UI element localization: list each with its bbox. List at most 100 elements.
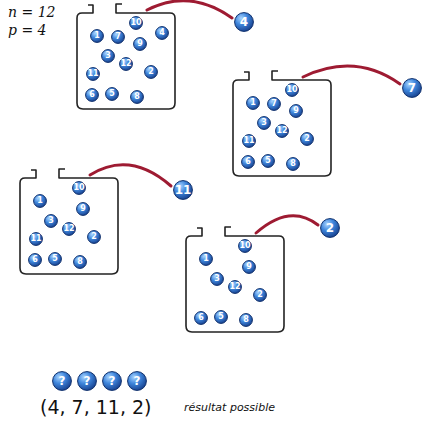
parameter-label: p = 4 [8,22,47,38]
ball: 9 [133,37,147,51]
ball-number: 1 [199,252,213,266]
ball: 5 [105,87,119,101]
ball: 1 [199,252,213,266]
ball-number: 1 [90,29,104,43]
ball: 8 [286,157,300,171]
ball-circle [239,240,252,253]
ball-number: 2 [300,132,314,146]
ball-circle [235,13,254,32]
ball-number: 3 [210,272,224,286]
ball-circle [87,68,100,81]
ball: 6 [28,253,42,267]
ball: 12 [275,124,289,138]
ball-circle [53,372,72,391]
ball-number: 4 [155,26,169,40]
ball-number: 1 [246,96,260,110]
ball-number: ? [102,371,122,391]
ball-circle [268,98,281,111]
ball-number: 10 [72,181,86,195]
ball-number: 9 [242,260,256,274]
ball: 1 [90,29,104,43]
ball: 9 [76,202,90,216]
ball-circle [229,281,242,294]
ball-number: ? [52,371,72,391]
ball-number: 11 [242,134,256,148]
ball-number: 9 [76,202,90,216]
ball-circle [91,30,104,43]
ball: ? [52,371,72,391]
ball-number: ? [77,371,97,391]
ball-circle [120,58,133,71]
ball-number: 12 [119,57,133,71]
ball: 6 [241,155,255,169]
ball: 7 [402,78,422,98]
ball: 5 [214,310,228,324]
ball-number: 10 [238,239,252,253]
ball: 10 [72,181,86,195]
ball-circle [287,158,300,171]
ball-number: 6 [241,155,255,169]
ball-circle [242,156,255,169]
ball: 9 [289,104,303,118]
ball-number: 6 [85,88,99,102]
ball-circle [63,223,76,236]
ball: 11 [242,134,256,148]
ball-number: 1 [33,194,47,208]
urn [77,4,175,109]
ball-circle [276,125,289,138]
ball: 8 [130,90,144,104]
ball-circle [145,66,158,79]
ball-circle [77,203,90,216]
ball-circle [73,182,86,195]
ball: 7 [267,97,281,111]
urn [186,227,284,332]
ball-number: 10 [129,16,143,30]
ball: 10 [238,239,252,253]
ball-circle [102,50,115,63]
ball-number: 6 [28,253,42,267]
ball: 1 [246,96,260,110]
ball: 11 [29,232,43,246]
ball: 10 [129,16,143,30]
ball-number: 7 [111,30,125,44]
ball-number: 6 [194,311,208,325]
ball-number: 5 [105,87,119,101]
ball-circle [321,219,340,238]
ball-number: 3 [44,214,58,228]
ball: 4 [234,12,254,32]
ball-circle [134,38,147,51]
ball: 1 [33,194,47,208]
result-note: résultat possible [184,401,275,414]
ball-number: 5 [261,154,275,168]
ball-number: 2 [144,65,158,79]
ball-circle [286,84,299,97]
draw-arc [256,216,318,233]
ball-number: 11 [173,180,193,200]
ball-circle [403,79,422,98]
ball-circle [243,135,256,148]
ball-circle [29,254,42,267]
ball-number: 8 [286,157,300,171]
ball-circle [88,231,101,244]
ball-circle [45,215,58,228]
ball-circle [195,312,208,325]
ball-circle [103,372,122,391]
ball-number: 2 [253,288,267,302]
ball-number: 11 [29,232,43,246]
ball-number: 12 [275,124,289,138]
ball-circle [78,372,97,391]
ball-circle [106,88,119,101]
ball: 5 [48,252,62,266]
ball-circle [34,195,47,208]
ball-number: 9 [133,37,147,51]
ball: ? [102,371,122,391]
ball-circle [301,133,314,146]
ball-number: 8 [130,90,144,104]
ball: 2 [300,132,314,146]
parameter-label: n = 12 [8,4,55,20]
ball-circle [215,311,228,324]
ball: 5 [261,154,275,168]
ball-circle [156,27,169,40]
ball-number: 3 [101,49,115,63]
